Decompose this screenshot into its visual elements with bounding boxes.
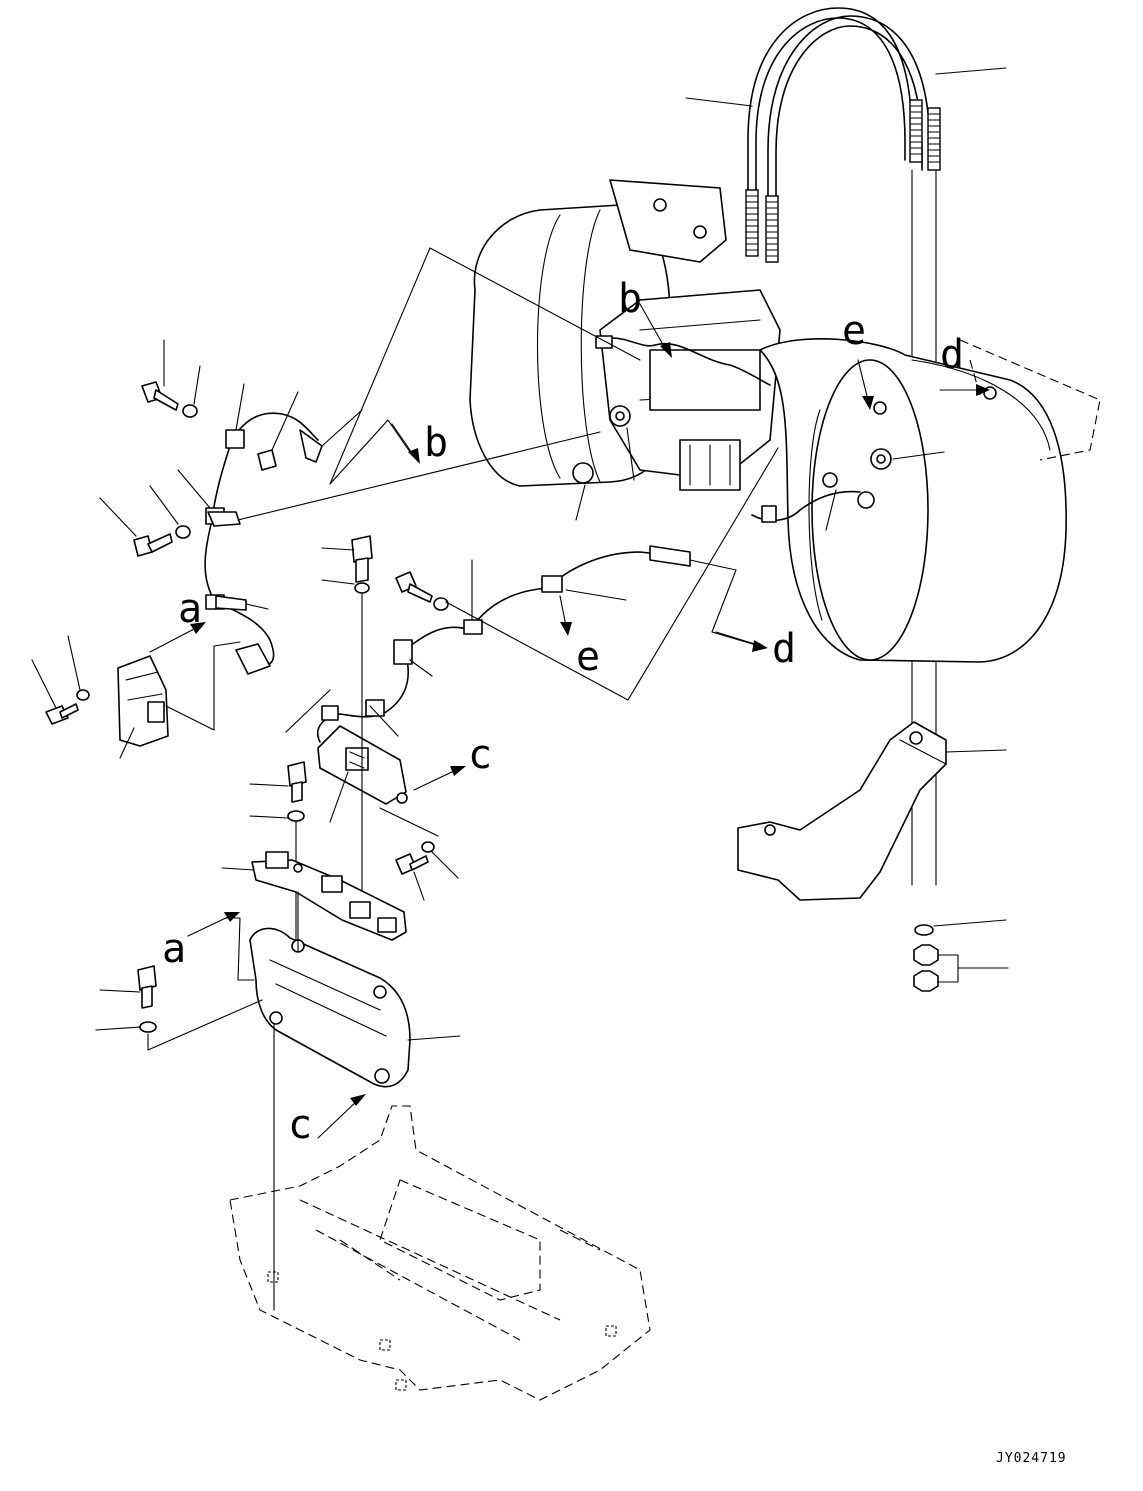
axle-housing bbox=[469, 179, 1101, 663]
u-bolt-pair bbox=[685, 7, 1007, 263]
label-e-lower: e bbox=[576, 634, 600, 680]
centre-bolts bbox=[249, 535, 459, 941]
nuts-and-washer bbox=[913, 919, 1009, 992]
axle-mount-bracket bbox=[737, 721, 1007, 901]
label-d-lower: d bbox=[772, 626, 796, 672]
label-c-right: c bbox=[468, 732, 492, 778]
label-b-left: b bbox=[424, 420, 448, 466]
lower-left-bolt bbox=[95, 965, 263, 1051]
base-bracket bbox=[225, 891, 461, 1311]
label-e-right: e bbox=[842, 308, 866, 354]
label-d-right: d bbox=[940, 332, 964, 378]
mounting-plate bbox=[221, 851, 407, 941]
drawing-code: JY024719 bbox=[996, 1451, 1067, 1466]
left-harness bbox=[99, 247, 641, 675]
label-c-lower: c bbox=[288, 1102, 312, 1148]
label-b-right: b bbox=[618, 276, 642, 322]
centre-harness bbox=[285, 447, 779, 743]
controller-unit-left bbox=[31, 635, 241, 759]
chassis-frame bbox=[229, 1105, 651, 1401]
label-a-lower: a bbox=[162, 926, 186, 972]
controller-unit-centre bbox=[317, 725, 439, 837]
label-a-upper: a bbox=[178, 586, 202, 632]
u-bolt-threads bbox=[745, 99, 941, 263]
reference-arrows bbox=[149, 303, 990, 1139]
